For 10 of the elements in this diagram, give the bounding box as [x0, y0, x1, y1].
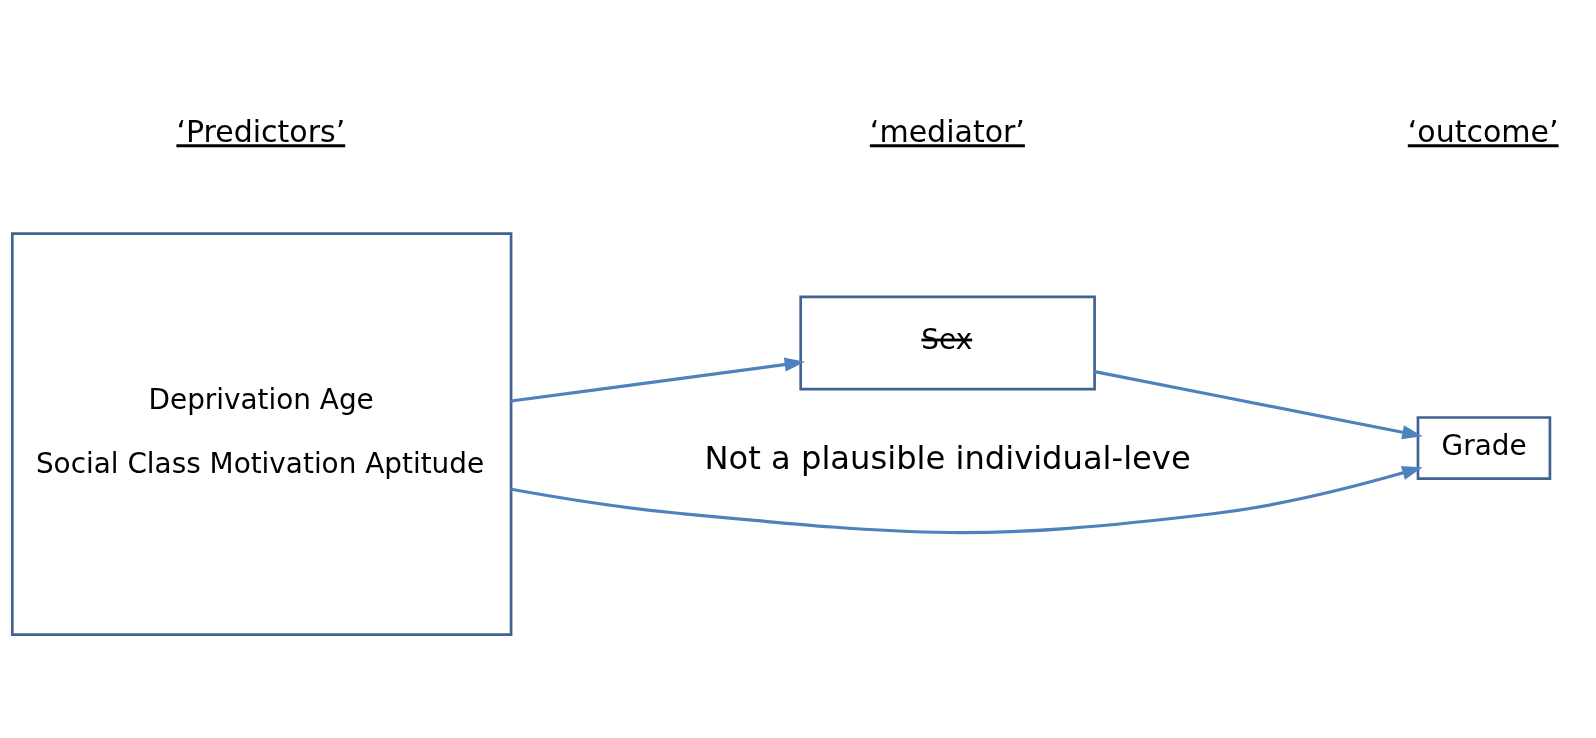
arrow	[511, 465, 1423, 534]
label: Not a plausible individual-leve	[704, 438, 1191, 477]
arrow	[1094, 369, 1423, 439]
node-box: Deprivation Age Social Class Motivation Aptitude	[10, 231, 513, 636]
label: ‘Predictors’	[176, 113, 346, 149]
node-box: Sex	[799, 295, 1096, 390]
arrow	[510, 356, 805, 403]
label: ‘outcome’	[1407, 113, 1559, 149]
node-box: Grade	[1416, 415, 1552, 480]
label: ‘mediator’	[869, 113, 1025, 149]
